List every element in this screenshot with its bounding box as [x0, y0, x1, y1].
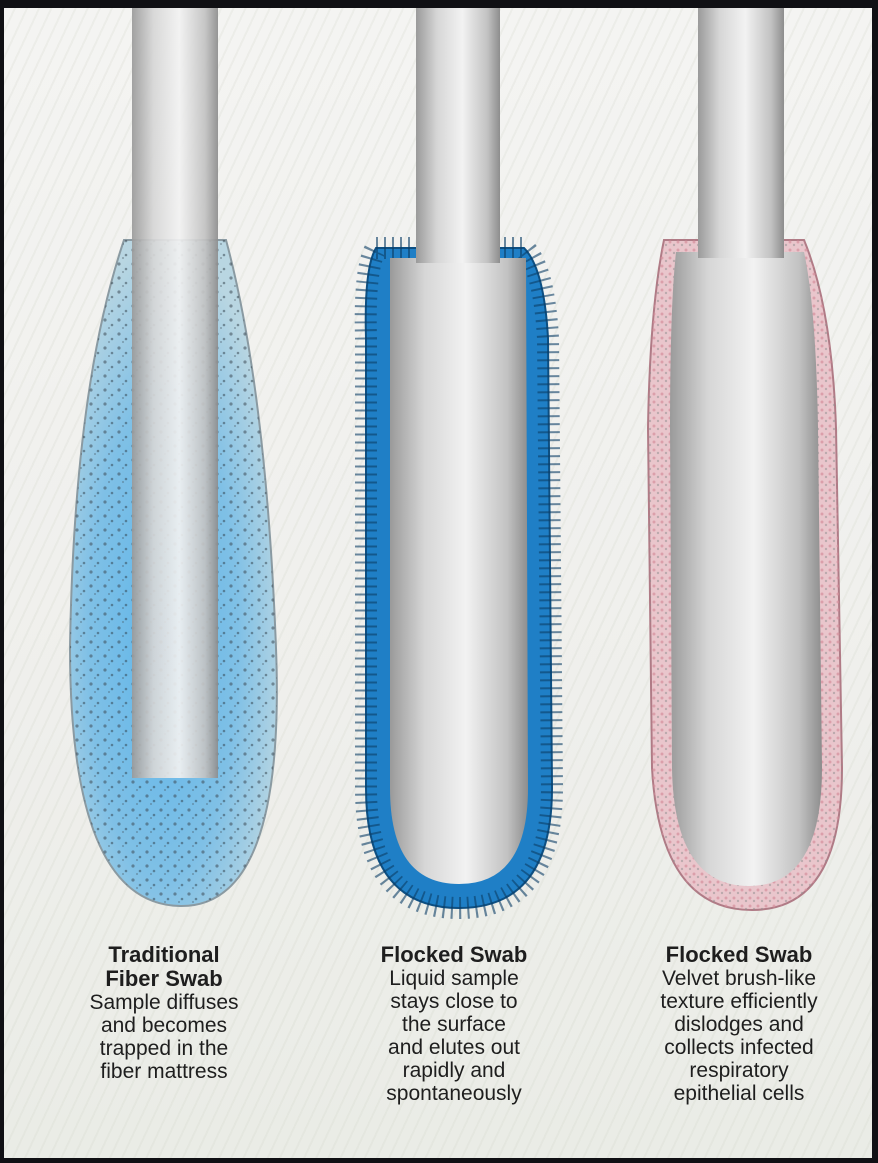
- fiber-swab-shaft: [132, 8, 218, 778]
- flocked-swab-blue-drawing: [366, 8, 552, 908]
- flocked-swab-pink-shaft: [698, 8, 784, 258]
- caption-flocked-swab-liquid: Flocked Swab Liquid sample stays close t…: [334, 943, 574, 1105]
- swab-description: Liquid sample stays close to the surface…: [334, 967, 574, 1105]
- swab-description: Velvet brush-like texture efficiently di…: [614, 967, 864, 1105]
- flocked-swab-blue-shaft: [416, 8, 500, 263]
- swab-title: Flocked Swab: [614, 943, 864, 967]
- diagram-panel: Traditional Fiber Swab Sample diffuses a…: [4, 8, 872, 1158]
- swab-title: Flocked Swab: [334, 943, 574, 967]
- swab-title: Traditional Fiber Swab: [44, 943, 284, 991]
- caption-flocked-swab-velvet: Flocked Swab Velvet brush-like texture e…: [614, 943, 864, 1105]
- swab-description: Sample diffuses and becomes trapped in t…: [44, 991, 284, 1083]
- flocked-swab-pink-drawing: [648, 8, 842, 910]
- flocked-swab-pink-core: [670, 252, 822, 886]
- caption-traditional-fiber-swab: Traditional Fiber Swab Sample diffuses a…: [44, 943, 284, 1083]
- flocked-swab-blue-core: [390, 258, 528, 884]
- fiber-swab-drawing: [70, 8, 277, 906]
